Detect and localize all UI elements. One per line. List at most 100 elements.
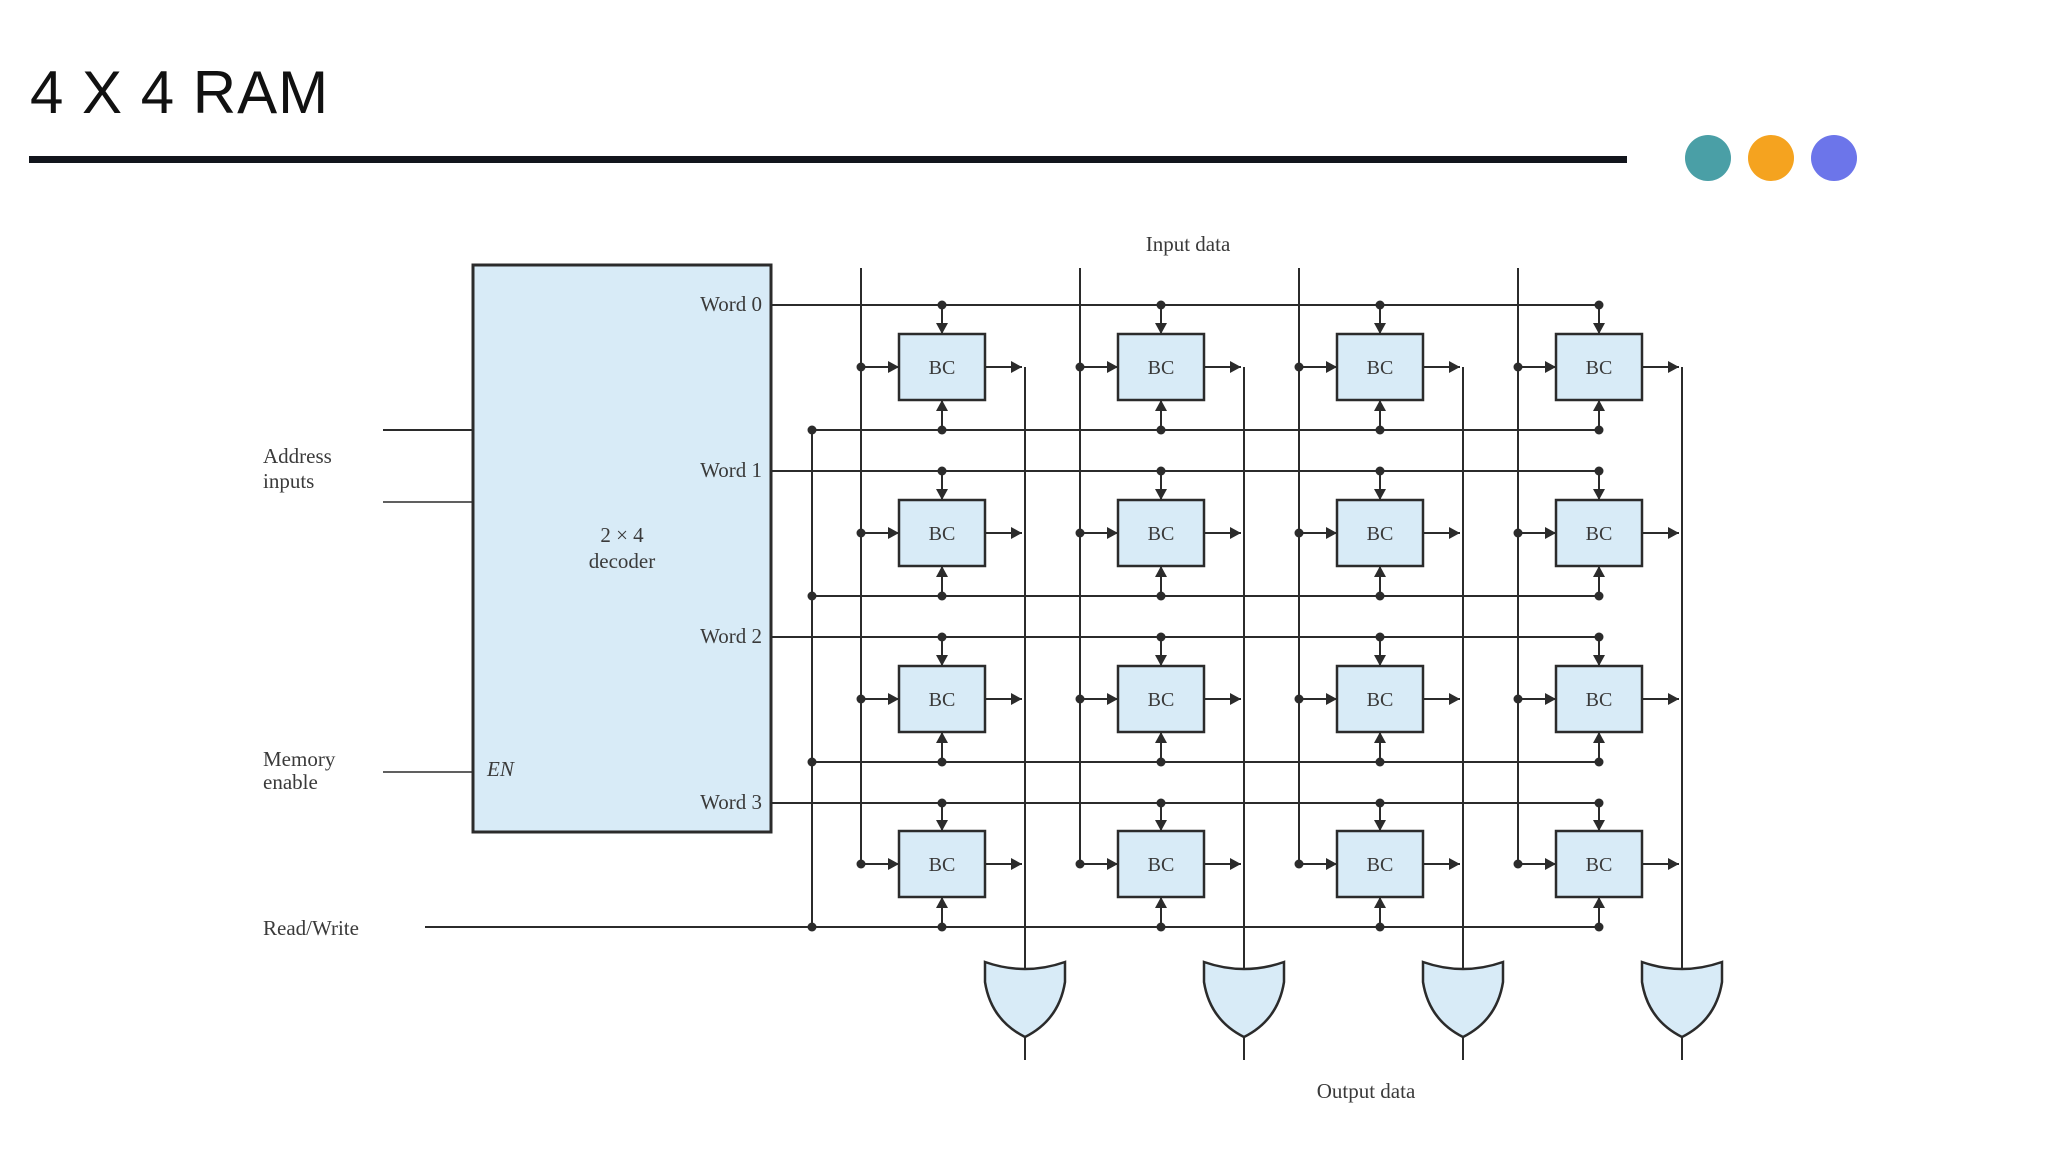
junction-dot xyxy=(807,922,817,932)
arrow-right xyxy=(1545,858,1556,870)
junction-dot xyxy=(1156,632,1166,642)
arrow-up xyxy=(1593,400,1605,411)
arrow-down xyxy=(1593,655,1605,666)
arrow-down xyxy=(1374,489,1386,500)
junction-dot xyxy=(1156,466,1166,476)
junction-dot xyxy=(1594,425,1604,435)
cell-label: BC xyxy=(1586,357,1613,379)
blue-dot xyxy=(1811,135,1857,181)
output-data-label: Output data xyxy=(1317,1079,1416,1103)
junction-dot xyxy=(1375,425,1385,435)
address-label: inputs xyxy=(263,469,314,493)
arrow-right xyxy=(1449,361,1460,373)
arrow-right xyxy=(1107,858,1118,870)
or-gate xyxy=(1202,960,1286,1039)
arrow-up xyxy=(1155,566,1167,577)
junction-dot xyxy=(1294,362,1304,372)
title-divider xyxy=(29,156,1627,163)
cell-label: BC xyxy=(929,357,956,379)
junction-dot xyxy=(807,425,817,435)
binary-cell xyxy=(1554,332,1644,402)
or-gate xyxy=(1421,960,1505,1039)
arrow-down xyxy=(1374,820,1386,831)
junction-dot xyxy=(856,528,866,538)
binary-cell xyxy=(1335,829,1425,899)
junction-dot xyxy=(1156,757,1166,767)
arrow-right xyxy=(888,858,899,870)
junction-dot xyxy=(1513,362,1523,372)
binary-cell xyxy=(1554,664,1644,734)
junction-dot xyxy=(1156,922,1166,932)
junction-dot xyxy=(1594,798,1604,808)
arrow-right xyxy=(1326,858,1337,870)
arrow-right xyxy=(1107,693,1118,705)
memory-enable-label: enable xyxy=(263,770,318,794)
arrow-up xyxy=(1374,566,1386,577)
slide-title: 4 X 4 RAM xyxy=(30,59,330,126)
junction-dot xyxy=(856,362,866,372)
junction-dot xyxy=(1294,528,1304,538)
read-write-label: Read/Write xyxy=(263,916,359,940)
junction-dot xyxy=(1075,362,1085,372)
or-gate xyxy=(983,960,1067,1039)
junction-dot xyxy=(1513,528,1523,538)
arrow-right xyxy=(1011,527,1022,539)
teal-dot xyxy=(1685,135,1731,181)
binary-cell xyxy=(1116,664,1206,734)
input-data-label: Input data xyxy=(1146,232,1231,256)
junctions xyxy=(807,300,1679,932)
word-label: Word 2 xyxy=(700,624,762,648)
binary-cell xyxy=(1335,664,1425,734)
junction-dot xyxy=(1594,591,1604,601)
junction-dot xyxy=(807,757,817,767)
arrow-down xyxy=(1155,489,1167,500)
enable-label: EN xyxy=(486,757,515,781)
junction-dot xyxy=(856,859,866,869)
cell-label: BC xyxy=(1586,854,1613,876)
junction-dot xyxy=(1075,694,1085,704)
arrow-up xyxy=(936,566,948,577)
arrow-right xyxy=(1545,361,1556,373)
arrow-down xyxy=(1593,820,1605,831)
junction-dot xyxy=(1375,798,1385,808)
binary-cell xyxy=(1335,498,1425,568)
arrow-right xyxy=(1668,858,1679,870)
junction-dot xyxy=(1594,632,1604,642)
arrow-down xyxy=(1593,489,1605,500)
cell-label: BC xyxy=(1367,854,1394,876)
arrow-right xyxy=(1449,527,1460,539)
arrow-down xyxy=(1155,655,1167,666)
address-label: Address xyxy=(263,444,332,468)
cell-label: BC xyxy=(929,523,956,545)
arrow-right xyxy=(1230,693,1241,705)
memory-enable-label: Memory xyxy=(263,747,336,771)
cell-label: BC xyxy=(1367,523,1394,545)
binary-cell xyxy=(1116,498,1206,568)
cell-label: BC xyxy=(1148,523,1175,545)
or-gate xyxy=(1640,960,1724,1039)
arrow-up xyxy=(1155,897,1167,908)
junction-dot xyxy=(937,798,947,808)
cell-label: BC xyxy=(929,689,956,711)
arrow-right xyxy=(1011,693,1022,705)
binary-cell xyxy=(1554,829,1644,899)
orange-dot xyxy=(1748,135,1794,181)
arrow-down xyxy=(936,323,948,334)
arrow-right xyxy=(1326,361,1337,373)
junction-dot xyxy=(1594,922,1604,932)
junction-dot xyxy=(1375,922,1385,932)
junction-dot xyxy=(1375,591,1385,601)
junction-dot xyxy=(937,466,947,476)
arrow-right xyxy=(1326,693,1337,705)
arrow-right xyxy=(1668,527,1679,539)
word-label: Word 1 xyxy=(700,458,762,482)
arrow-right xyxy=(1230,858,1241,870)
arrow-right xyxy=(1011,858,1022,870)
junction-dot xyxy=(1075,859,1085,869)
junction-dot xyxy=(937,300,947,310)
arrow-right xyxy=(888,527,899,539)
junction-dot xyxy=(937,757,947,767)
arrow-up xyxy=(936,897,948,908)
